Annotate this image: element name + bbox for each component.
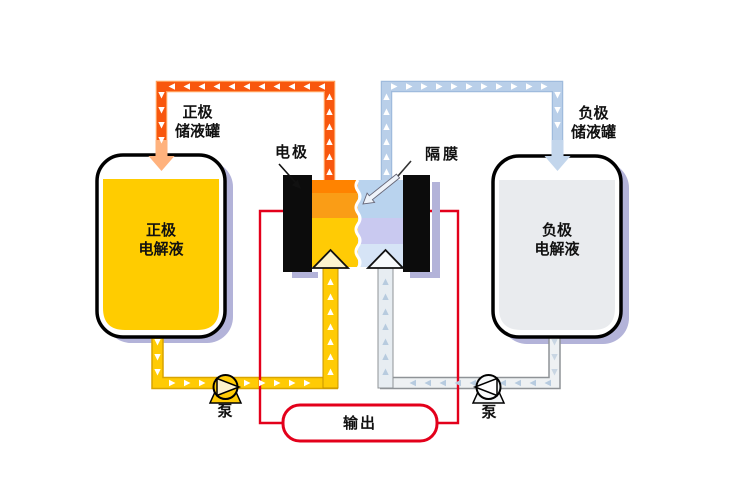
- neg-tank-liquid: [499, 180, 615, 330]
- left-electrode-shadow: [292, 272, 318, 278]
- neg-electrolyte-line1: 负极: [541, 222, 572, 239]
- pos-electrolyte-line2: 电解液: [138, 241, 184, 258]
- cell-left-band-mid: [312, 193, 358, 218]
- electrode-pointer-arrow: [278, 163, 301, 189]
- neg-tank-title-line1: 负极: [578, 105, 609, 122]
- right-electrode-side-shadow: [432, 182, 440, 278]
- neg-bottom-pipe: [380, 334, 560, 388]
- circuit-wire-right: [430, 209, 460, 425]
- right-electrode-shadow: [410, 272, 440, 278]
- membrane-pointer-arrow: [362, 160, 412, 205]
- output-label: 输出: [342, 415, 377, 432]
- electrode-label: 电极: [274, 144, 309, 161]
- neg-tank-title-line2: 储液罐: [570, 124, 616, 141]
- pump-right: [471, 374, 506, 404]
- pump-left-label: 泵: [217, 403, 233, 420]
- circuit-wire-left: [258, 209, 284, 425]
- membrane-wavy-line: [354, 179, 362, 269]
- pump-right-arrow-icon: [472, 377, 498, 397]
- pos-tank-title: 正极 储液罐: [155, 103, 240, 141]
- right-electrode: [403, 175, 430, 272]
- neg-electrolyte-line2: 电解液: [534, 241, 580, 258]
- neg-tank-title: 负极 储液罐: [551, 104, 636, 142]
- pos-electrolyte-line1: 正极: [145, 222, 176, 239]
- neg-electrolyte-label: 负极 电解液: [509, 221, 605, 259]
- left-electrode: [283, 175, 312, 272]
- pos-cell-inlet-arrowhead: [310, 248, 351, 269]
- pump-left-arrow-icon: [216, 377, 242, 397]
- pos-electrolyte-label: 正极 电解液: [113, 221, 209, 259]
- neg-cell-inlet-arrowhead: [365, 248, 406, 269]
- cell-left-band-top: [312, 180, 358, 193]
- pos-tank-inlet-arrow: [148, 140, 175, 171]
- pos-tank-liquid: [103, 179, 219, 330]
- pos-tank-title-line2: 储液罐: [174, 123, 220, 140]
- flow-direction-arrows: [154, 83, 561, 387]
- cell-right-band-mid: [358, 218, 403, 244]
- pump-right-label: 泵: [481, 404, 497, 421]
- membrane-label: 隔膜: [424, 146, 461, 163]
- output-box: [281, 403, 439, 443]
- pos-tank-title-line1: 正极: [182, 104, 213, 121]
- neg-tank-inlet-arrow: [544, 140, 571, 171]
- pump-left: [208, 374, 243, 404]
